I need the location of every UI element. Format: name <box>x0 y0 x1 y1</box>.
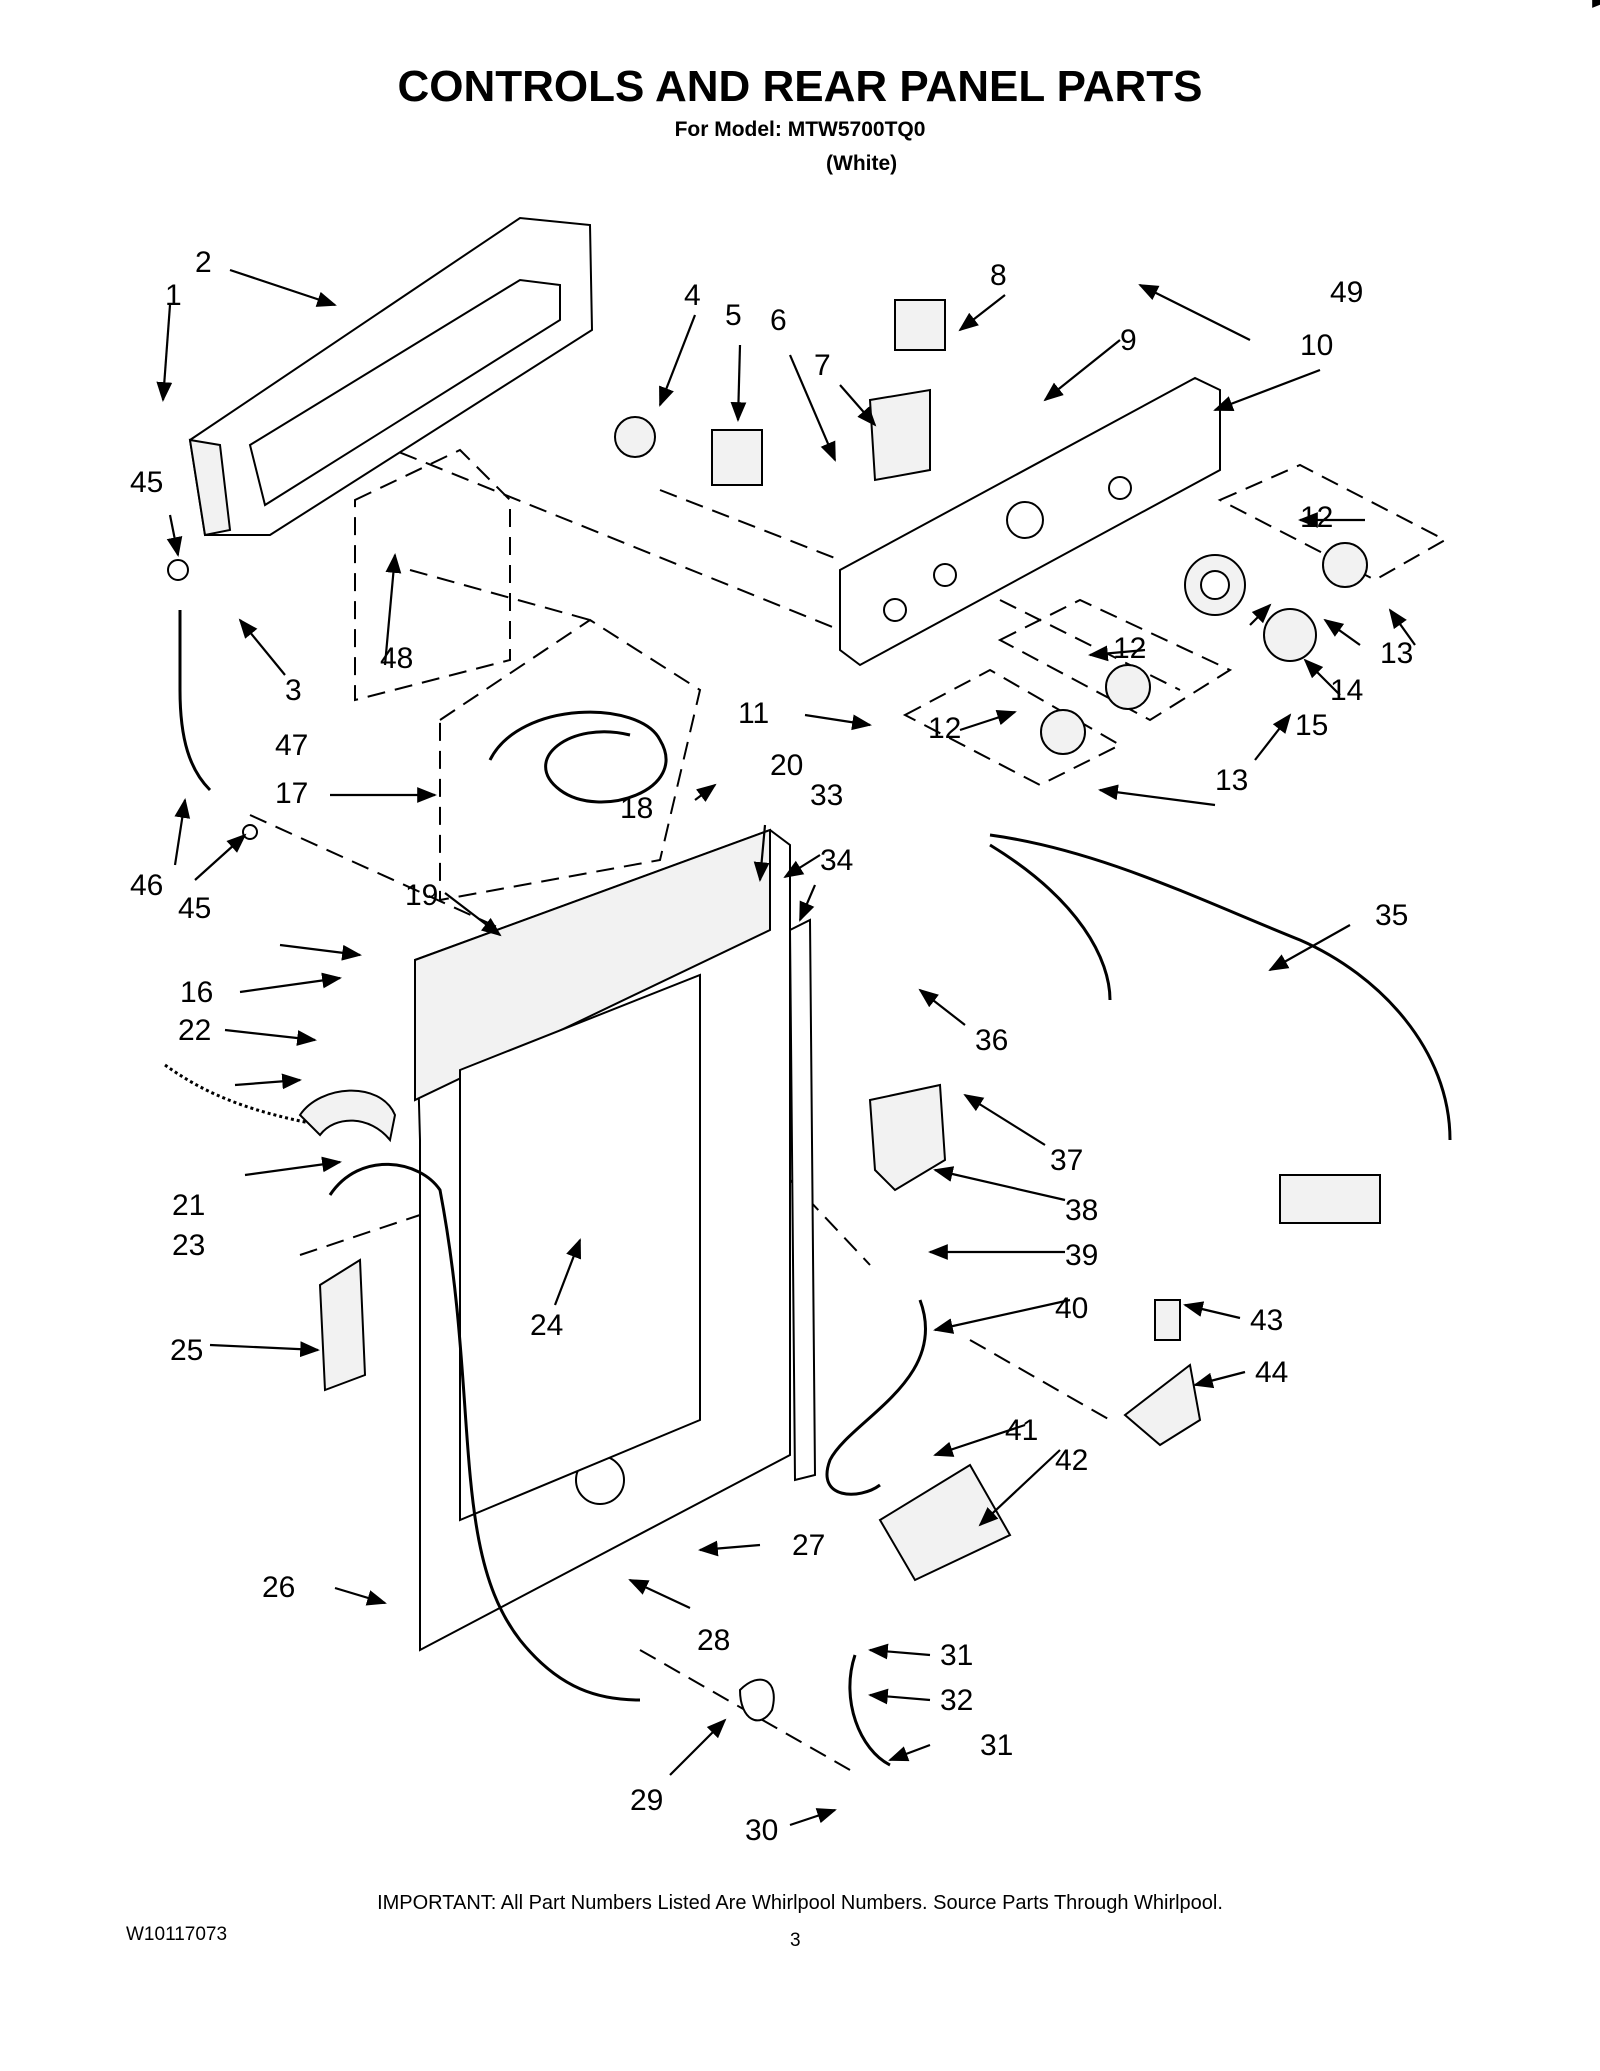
callout-22: 22 <box>178 1014 211 1047</box>
callout-leader-lines <box>156 268 1416 1827</box>
callout-2: 2 <box>195 246 212 279</box>
callout-26: 26 <box>262 1571 295 1604</box>
callout-39: 39 <box>1065 1239 1098 1272</box>
callout-14: 14 <box>1330 674 1363 707</box>
callout-6: 6 <box>770 304 787 337</box>
callout-29: 29 <box>630 1784 663 1817</box>
callout-10: 10 <box>1300 329 1333 362</box>
callout-33: 33 <box>810 779 843 812</box>
color-line: (White) <box>826 152 898 175</box>
callout-4: 4 <box>684 279 701 312</box>
callout-46: 46 <box>130 869 163 902</box>
callout-12: 12 <box>1300 501 1333 534</box>
page-number: 3 <box>790 1930 801 1951</box>
callout-42: 42 <box>1055 1444 1088 1477</box>
rear-panel-part <box>413 828 817 1652</box>
model-line: For Model: MTW5700TQ0 <box>674 118 926 141</box>
callout-1: 1 <box>165 279 182 312</box>
callout-31: 31 <box>940 1639 973 1672</box>
callout-15: 15 <box>1295 709 1328 742</box>
callout-40: 40 <box>1055 1292 1088 1325</box>
callout-5: 5 <box>725 299 742 332</box>
callout-20: 20 <box>770 749 803 782</box>
callout-numbers: 1 2 3 4 5 6 7 8 9 10 11 12 12 12 13 13 1… <box>130 246 1413 1847</box>
callout-32: 32 <box>940 1684 973 1717</box>
callout-44: 44 <box>1255 1356 1288 1389</box>
callout-41: 41 <box>1005 1414 1038 1447</box>
callout-3: 3 <box>285 674 302 707</box>
callout-12c: 12 <box>928 712 961 745</box>
callout-47: 47 <box>275 729 308 762</box>
callout-21: 21 <box>172 1189 205 1222</box>
callout-9: 9 <box>1120 324 1137 357</box>
callout-38: 38 <box>1065 1194 1098 1227</box>
hoses-cords-harness <box>164 610 1452 1767</box>
callout-30: 30 <box>745 1814 778 1847</box>
callout-16: 16 <box>180 976 213 1009</box>
callout-7: 7 <box>814 349 831 382</box>
callout-28: 28 <box>697 1624 730 1657</box>
valves-and-brackets <box>167 559 1381 1722</box>
callout-23: 23 <box>172 1229 205 1262</box>
document-number: W10117073 <box>126 1924 228 1945</box>
callout-18: 18 <box>620 792 653 825</box>
callout-36: 36 <box>975 1024 1008 1057</box>
page-title: CONTROLS AND REAR PANEL PARTS <box>397 62 1203 111</box>
callout-24: 24 <box>530 1309 563 1342</box>
callout-11: 11 <box>738 697 769 730</box>
callout-13b: 13 <box>1215 764 1248 797</box>
control-console-part <box>188 216 594 537</box>
callout-48: 48 <box>380 642 413 675</box>
callout-27: 27 <box>792 1529 825 1562</box>
callout-8: 8 <box>990 259 1007 292</box>
callout-45: 45 <box>130 466 163 499</box>
callout-43: 43 <box>1250 1304 1283 1337</box>
callout-19: 19 <box>405 879 438 912</box>
callout-34: 34 <box>820 844 853 877</box>
callout-37: 37 <box>1050 1144 1083 1177</box>
callout-12b: 12 <box>1113 632 1146 665</box>
callout-25: 25 <box>170 1334 203 1367</box>
callout-49: 49 <box>1330 276 1363 309</box>
callout-17: 17 <box>275 777 308 810</box>
knobs-and-switches <box>614 299 1368 755</box>
callout-13: 13 <box>1380 637 1413 670</box>
callout-45b: 45 <box>178 892 211 925</box>
callout-35: 35 <box>1375 899 1408 932</box>
callout-31b: 31 <box>980 1729 1013 1762</box>
important-note: IMPORTANT: All Part Numbers Listed Are W… <box>377 1892 1223 1914</box>
control-panel-part <box>839 376 1221 667</box>
